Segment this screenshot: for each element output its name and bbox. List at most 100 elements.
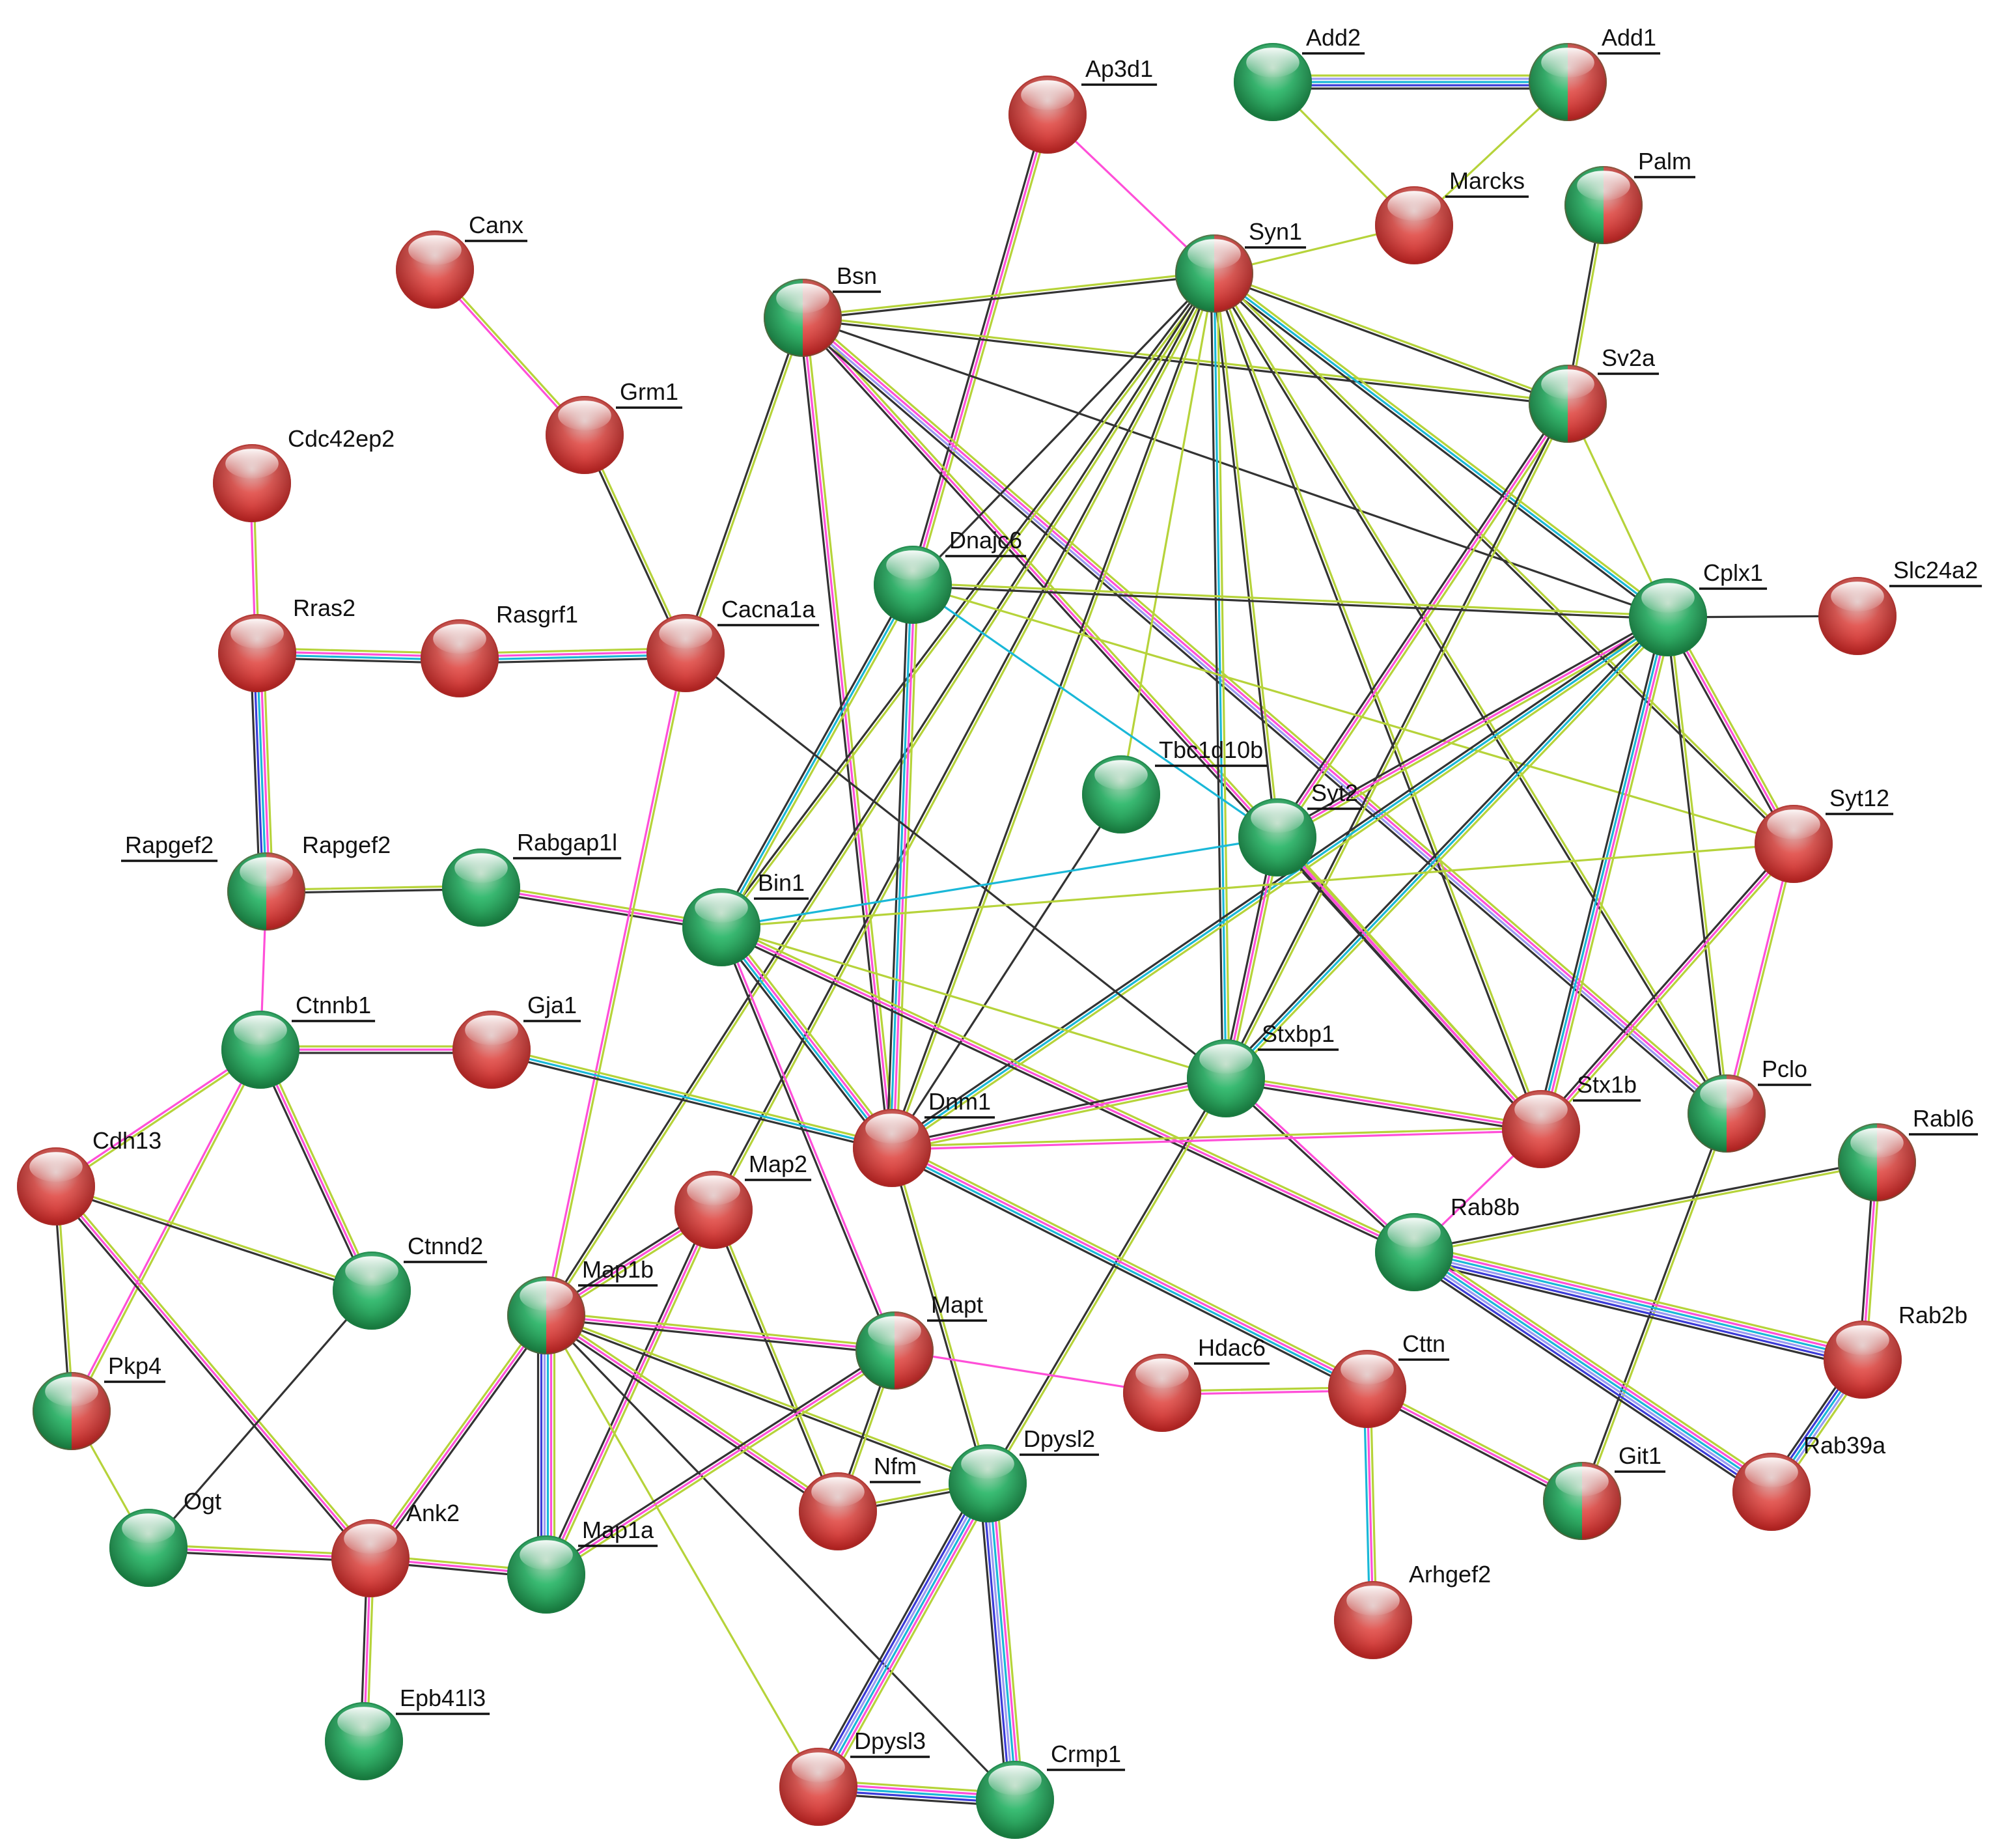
edge-strand — [988, 1078, 1229, 1485]
edge-strand — [911, 583, 1279, 839]
edge-strand — [915, 114, 1052, 587]
node-pclo[interactable] — [1688, 1074, 1766, 1153]
node-label-grm1: Grm1 — [620, 378, 678, 405]
node-marcks[interactable] — [1375, 186, 1453, 264]
edge-ctnnb1-pkp4 — [69, 1048, 263, 1413]
node-arhgef2[interactable] — [1334, 1581, 1412, 1659]
node-label-map1b: Map1b — [582, 1256, 654, 1283]
node-dpysl3[interactable] — [779, 1748, 857, 1826]
node-label-map2: Map2 — [749, 1151, 807, 1177]
node-bin1[interactable] — [682, 888, 760, 966]
node-hdac6[interactable] — [1123, 1354, 1201, 1432]
node-outline — [1334, 1581, 1412, 1659]
node-cacna1a[interactable] — [646, 614, 725, 692]
node-nfm[interactable] — [799, 1472, 877, 1550]
node-ctnnd2[interactable] — [333, 1252, 411, 1330]
node-slc24a2[interactable] — [1818, 577, 1897, 655]
node-label-syt12: Syt12 — [1829, 785, 1889, 811]
node-label-add2: Add2 — [1306, 24, 1361, 51]
node-outline — [1688, 1074, 1766, 1153]
node-stxbp1[interactable] — [1187, 1039, 1265, 1117]
node-label-syn1: Syn1 — [1249, 218, 1302, 245]
node-gloss — [234, 1015, 287, 1045]
node-label-ctnnb1: Ctnnb1 — [296, 992, 371, 1018]
node-gloss — [520, 1281, 573, 1311]
node-map1a[interactable] — [507, 1535, 585, 1614]
node-rab8b[interactable] — [1375, 1213, 1453, 1291]
edge-strand — [720, 836, 1279, 929]
node-map1b[interactable] — [507, 1276, 585, 1354]
node-rab2b[interactable] — [1824, 1321, 1902, 1399]
node-cttn[interactable] — [1328, 1350, 1406, 1428]
node-gloss — [240, 857, 293, 887]
edge-strand — [984, 1482, 1015, 1801]
node-gja1[interactable] — [452, 1011, 531, 1089]
node-cdh13[interactable] — [17, 1147, 95, 1225]
edge-syt12-stx1b — [1537, 841, 1798, 1132]
node-rasgrf1[interactable] — [421, 619, 499, 697]
node-rapgef2[interactable] — [227, 852, 305, 931]
edge-rras2-rapgef2 — [249, 652, 274, 893]
node-ank2[interactable] — [331, 1519, 410, 1597]
node-cplx1[interactable] — [1629, 578, 1707, 656]
node-outline — [799, 1472, 877, 1550]
edge-strand — [893, 619, 1671, 1152]
node-syn1[interactable] — [1175, 234, 1253, 313]
node-bsn[interactable] — [764, 279, 842, 357]
node-outline — [1082, 755, 1160, 833]
node-tbc1d10b[interactable] — [1082, 755, 1160, 833]
edge-strand — [891, 793, 1122, 1149]
edge-strand — [262, 1047, 376, 1291]
edge-strand — [1214, 272, 1544, 1130]
node-grm1[interactable] — [546, 396, 624, 474]
node-syt2[interactable] — [1238, 798, 1316, 876]
edge-strand — [546, 273, 1217, 1317]
node-sv2a[interactable] — [1529, 365, 1607, 443]
edge-strand — [1212, 273, 1541, 1131]
node-rabl6[interactable] — [1838, 1123, 1916, 1201]
node-epb41l3[interactable] — [325, 1702, 403, 1780]
node-rabgap1l[interactable] — [442, 848, 520, 927]
edge-strand — [1214, 272, 1729, 1114]
node-canx[interactable] — [396, 231, 474, 309]
node-dpysl2[interactable] — [949, 1444, 1027, 1522]
node-rab39a[interactable] — [1732, 1453, 1811, 1531]
edge-strand — [582, 434, 686, 655]
node-map2[interactable] — [674, 1171, 753, 1249]
edge-strand — [542, 1207, 712, 1575]
node-mapt[interactable] — [855, 1311, 934, 1390]
edge-cdh13-ctnnd2 — [54, 1184, 374, 1293]
node-ctnnb1[interactable] — [221, 1011, 299, 1089]
node-git1[interactable] — [1543, 1462, 1621, 1540]
edge-strand — [490, 1048, 893, 1149]
node-ogt[interactable] — [109, 1509, 188, 1587]
node-gloss — [1387, 1218, 1441, 1248]
node-label-dnajc6: Dnajc6 — [949, 527, 1022, 553]
edge-syt12-pclo — [1723, 842, 1797, 1115]
edge-gja1-dnm1 — [490, 1045, 894, 1153]
edge-strand — [801, 270, 1216, 318]
node-dnm1[interactable] — [853, 1109, 931, 1187]
edge-strand — [1414, 1246, 1865, 1356]
edge-syt12-bin1 — [720, 843, 1795, 929]
node-pkp4[interactable] — [33, 1372, 111, 1450]
edge-bin1-mapt — [719, 925, 897, 1352]
edge-strand — [1222, 613, 1667, 1078]
node-outline — [1838, 1123, 1916, 1201]
node-rras2[interactable] — [218, 614, 296, 692]
edge-strand — [801, 316, 893, 1149]
node-syt12[interactable] — [1755, 805, 1833, 883]
edge-strand — [1415, 1243, 1866, 1353]
node-crmp1[interactable] — [976, 1761, 1054, 1839]
node-stx1b[interactable] — [1502, 1090, 1580, 1168]
node-dnajc6[interactable] — [874, 546, 952, 624]
node-palm[interactable] — [1564, 166, 1643, 244]
edge-strand — [372, 1316, 550, 1561]
node-gloss — [1541, 48, 1594, 77]
node-add1[interactable] — [1529, 43, 1607, 121]
node-ap3d1[interactable] — [1008, 76, 1087, 154]
node-cdc42ep2[interactable] — [213, 444, 291, 522]
node-label-canx: Canx — [469, 212, 523, 238]
node-add2[interactable] — [1234, 43, 1312, 121]
